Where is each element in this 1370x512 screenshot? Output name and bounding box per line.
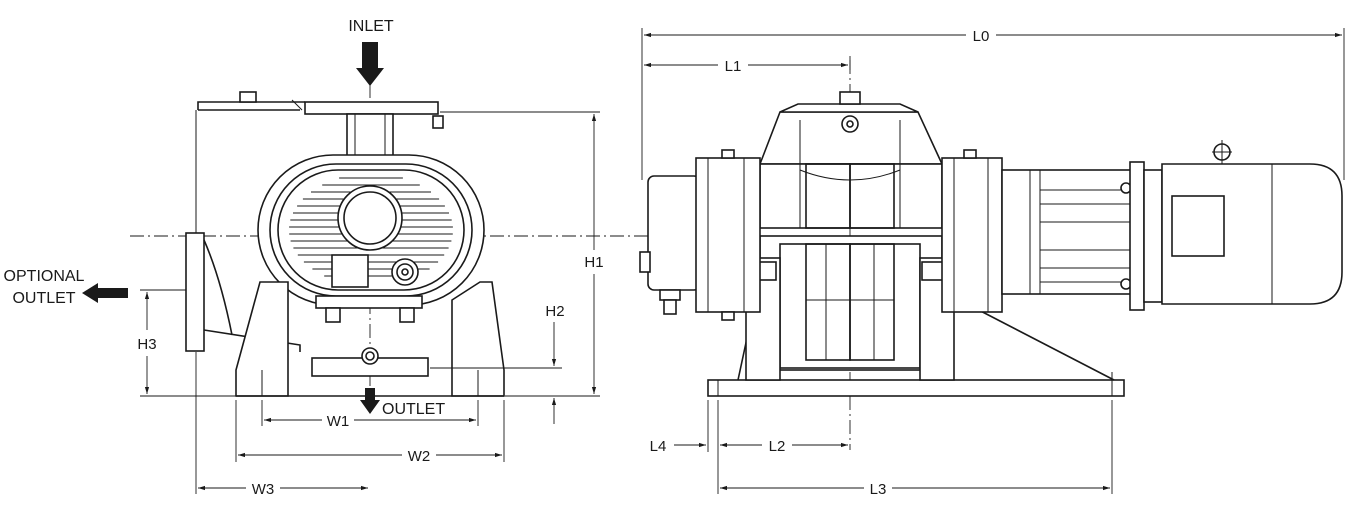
pump-casing [758, 91, 944, 371]
dim-h1-label: H1 [584, 254, 603, 271]
belt-guard [195, 91, 305, 236]
bottom-outlet-port [361, 347, 379, 365]
inlet-label: INLET [348, 18, 394, 35]
pump-body [257, 154, 485, 323]
dim-h3-label: H3 [137, 336, 156, 353]
outlet-arrow-icon [360, 388, 380, 414]
gear-end-cover [639, 149, 761, 321]
end-view [82, 42, 640, 494]
optional-outlet-arrow-icon [82, 283, 128, 303]
dim-h2-label: H2 [545, 303, 564, 320]
motor [1129, 140, 1343, 311]
dim-w1-label: W1 [327, 413, 350, 430]
optional-outlet-label-line2: OUTLET [12, 290, 75, 307]
outlet-label: OUTLET [382, 401, 445, 418]
dim-l3-label: L3 [870, 481, 887, 498]
optional-outlet-label-line1: OPTIONAL [4, 268, 85, 285]
dim-w3-label: W3 [252, 481, 275, 498]
dim-l4-label: L4 [650, 438, 667, 455]
inlet-arrow-icon [356, 42, 384, 86]
dim-l1-label: L1 [725, 58, 742, 75]
coupling-guard [1001, 169, 1133, 295]
side-view [636, 28, 1345, 494]
optional-outlet-flange [185, 232, 301, 352]
dim-w2-label: W2 [408, 448, 431, 465]
dim-l0-label: L0 [973, 28, 990, 45]
pump-base [235, 281, 505, 397]
drive-end-cover [941, 149, 1003, 313]
dim-l2-label: L2 [769, 438, 786, 455]
